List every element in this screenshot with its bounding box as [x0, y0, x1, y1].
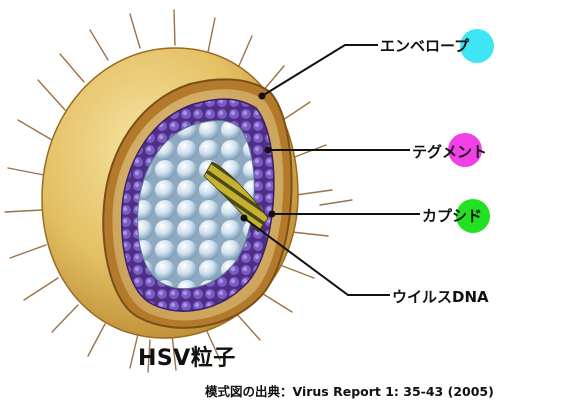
envelope-label-text: エンベロープ: [380, 35, 469, 56]
dna-label: ウイルスDNA: [392, 286, 489, 307]
source-citation: 模式図の出典：Virus Report 1: 35-43 (2005): [205, 381, 494, 400]
diagram-title: HSV粒子: [138, 340, 236, 372]
tegument-label-text: テグメント: [412, 141, 487, 162]
capsid-label: カプシド: [422, 205, 482, 226]
tegument-label: テグメント: [412, 141, 487, 162]
envelope-label: エンベロープ: [380, 35, 469, 56]
capsid-label-text: カプシド: [422, 205, 482, 226]
dna-label-text: ウイルスDNA: [392, 286, 489, 307]
